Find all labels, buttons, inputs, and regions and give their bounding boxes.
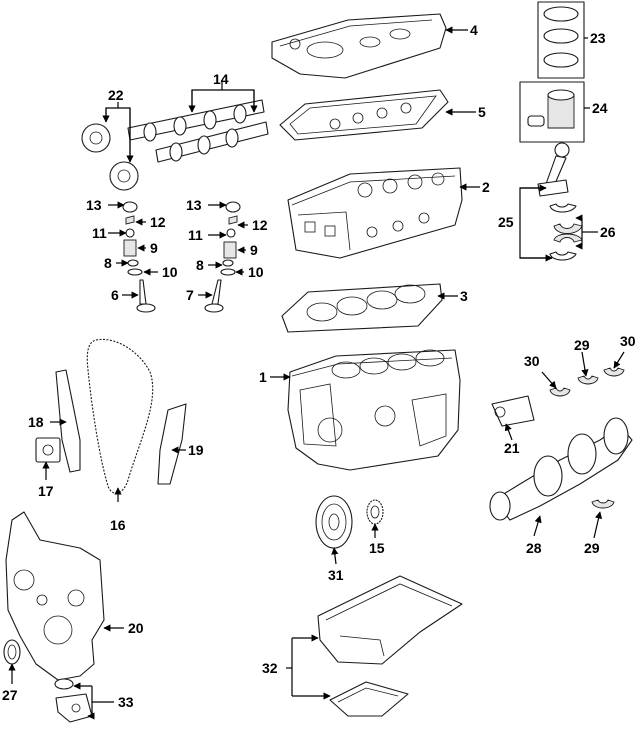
callout-31[interactable]: 31 [328, 567, 344, 583]
callout-22[interactable]: 22 [108, 87, 124, 103]
timing-chain-part[interactable] [86, 338, 154, 494]
callout-labels: 4 5 2 3 1 14 22 13 12 11 9 8 10 6 13 12 … [2, 22, 636, 710]
callout-17[interactable]: 17 [38, 483, 54, 499]
main-bearings-upper-part[interactable] [549, 367, 625, 397]
callout-24[interactable]: 24 [592, 100, 608, 116]
piston-rings-part[interactable] [537, 1, 585, 79]
chain-guide-left-part[interactable] [55, 369, 81, 473]
head-gasket-part[interactable] [281, 283, 443, 333]
callout-15[interactable]: 15 [369, 540, 385, 556]
callout-11-right[interactable]: 11 [188, 227, 203, 243]
valvetrain-right-parts[interactable] [204, 201, 241, 313]
callout-6[interactable]: 6 [111, 287, 119, 303]
callout-23[interactable]: 23 [590, 30, 606, 46]
callout-5[interactable]: 5 [478, 104, 486, 120]
callout-14[interactable]: 14 [213, 71, 229, 87]
piston-part[interactable] [519, 81, 585, 143]
callout-26[interactable]: 26 [600, 224, 616, 240]
callout-8-left[interactable]: 8 [104, 255, 112, 271]
oil-control-valve-part[interactable] [491, 395, 535, 427]
callout-32[interactable]: 32 [262, 660, 278, 676]
chain-tensioner-guide-part[interactable] [157, 403, 187, 485]
callout-3[interactable]: 3 [460, 288, 468, 304]
callout-1[interactable]: 1 [259, 369, 267, 385]
front-seal-part[interactable] [3, 639, 21, 665]
rod-bearings-part[interactable] [553, 223, 583, 243]
callout-10-right[interactable]: 10 [248, 264, 264, 280]
callout-4[interactable]: 4 [470, 22, 478, 38]
chain-tensioner-part[interactable] [35, 437, 61, 463]
callout-7[interactable]: 7 [186, 287, 194, 303]
callout-29-upper[interactable]: 29 [574, 337, 590, 353]
timing-cover-part[interactable] [5, 511, 105, 681]
callout-8-right[interactable]: 8 [196, 257, 204, 273]
callout-18[interactable]: 18 [28, 414, 44, 430]
callout-9-right[interactable]: 9 [250, 242, 258, 258]
callout-30-right[interactable]: 30 [620, 333, 636, 349]
oil-pan-part[interactable] [317, 575, 463, 717]
callout-16[interactable]: 16 [110, 517, 126, 533]
crankshaft-part[interactable] [489, 417, 633, 521]
callout-19[interactable]: 19 [188, 442, 204, 458]
crank-pulley-part[interactable] [315, 495, 353, 549]
callout-30-left[interactable]: 30 [524, 353, 540, 369]
callout-11-left[interactable]: 11 [92, 225, 107, 241]
main-bearing-lower-part[interactable] [591, 499, 615, 509]
callout-33[interactable]: 33 [118, 694, 134, 710]
callout-29-lower[interactable]: 29 [584, 540, 600, 556]
callout-9-left[interactable]: 9 [150, 240, 158, 256]
callout-27[interactable]: 27 [2, 687, 18, 703]
vvt-sprockets-part[interactable] [81, 123, 139, 191]
callout-13-left[interactable]: 13 [86, 197, 102, 213]
callout-21[interactable]: 21 [504, 440, 520, 456]
cam-sensor-part[interactable] [54, 678, 93, 723]
callout-13-right[interactable]: 13 [186, 197, 202, 213]
callout-10-left[interactable]: 10 [162, 264, 178, 280]
leader-lines [8, 26, 625, 720]
callout-12-right[interactable]: 12 [252, 217, 268, 233]
callout-12-left[interactable]: 12 [150, 214, 166, 230]
valvetrain-left-parts[interactable] [122, 201, 156, 313]
engine-block-part[interactable] [287, 349, 461, 471]
callout-2[interactable]: 2 [482, 179, 490, 195]
valve-cover-gasket-part[interactable] [279, 89, 449, 141]
connecting-rod-part[interactable] [537, 142, 577, 261]
camshafts-part[interactable] [127, 99, 269, 163]
callout-25[interactable]: 25 [498, 214, 514, 230]
crank-sprocket-part[interactable] [366, 499, 384, 525]
cylinder-head-part[interactable] [287, 167, 463, 259]
valve-cover-part[interactable] [271, 13, 447, 79]
callout-20[interactable]: 20 [128, 620, 144, 636]
callout-28[interactable]: 28 [526, 540, 542, 556]
